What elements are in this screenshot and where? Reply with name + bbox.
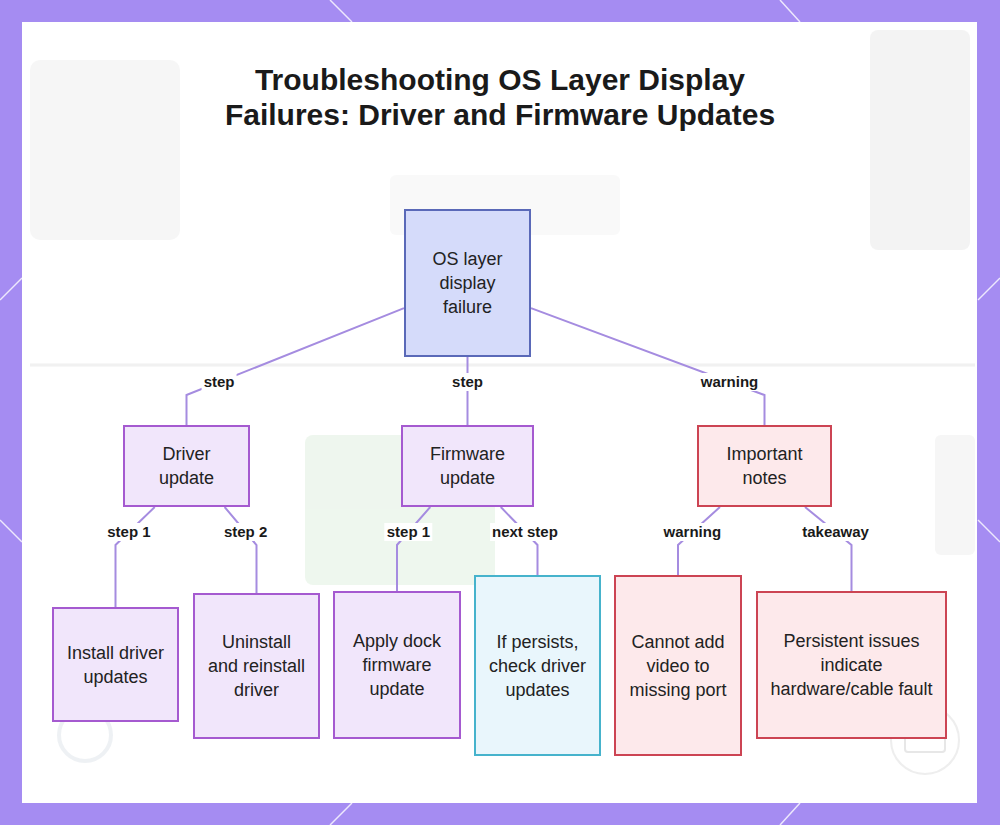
connector-line [225,507,257,593]
connector-line [678,507,720,575]
connector-line [397,507,430,591]
text-group: Important notes [709,442,820,490]
process-box: Persistent issues indicate hardware/cabl… [756,591,947,739]
node-text: Apply dock firmware update [345,629,449,701]
process-box: Driver update [123,425,250,507]
node-text: OS layer display failure [416,247,519,319]
edge-label: step [202,373,237,391]
node-text: Firmware update [413,442,522,490]
text-group: Driver update [135,442,238,490]
process-box: Uninstall and reinstall driver [193,593,320,739]
node-text: If persists, check driver updates [486,630,589,702]
process-box: Cannot add video to missing port [614,575,742,756]
connector-line [805,507,852,591]
edge-label: step 1 [385,523,432,541]
node-text: Cannot add video to missing port [626,630,730,702]
node-text: Persistent issues indicate hardware/cabl… [768,629,935,701]
diagram-title: Troubleshooting OS Layer Display Failure… [220,62,780,132]
edge-label: next step [490,523,560,541]
node-text: Uninstall and reinstall driver [205,630,308,702]
process-box: Important notes [697,425,832,507]
process-box: Install driver updates [52,607,179,722]
text-group: Persistent issues indicate hardware/cabl… [768,629,935,701]
text-group: Install driver updates [64,641,167,689]
text-group: Firmware update [413,442,522,490]
connector-line [501,507,538,575]
text-group: Uninstall and reinstall driver [205,630,308,702]
edge-label: step 2 [222,523,269,541]
process-box: Apply dock firmware update [333,591,461,739]
text-group: If persists, check driver updates [486,630,589,702]
connector-line [187,308,405,425]
edge-label: warning [699,373,761,391]
edge-label: takeaway [800,523,871,541]
process-box: If persists, check driver updates [474,575,601,756]
node-text: Driver update [135,442,238,490]
edge-label: warning [662,523,724,541]
connector-line [531,308,765,425]
text-group: Apply dock firmware update [345,629,449,701]
node-text: Install driver updates [64,641,167,689]
text-group: Cannot add video to missing port [626,630,730,702]
text-group: OS layer display failure [416,247,519,319]
edge-label: step [450,373,485,391]
process-box: Firmware update [401,425,534,507]
edge-label: step 1 [105,523,152,541]
root-box: OS layer display failure [404,209,531,357]
connector-line [467,357,469,425]
node-text: Important notes [709,442,820,490]
connector-line [116,507,155,607]
